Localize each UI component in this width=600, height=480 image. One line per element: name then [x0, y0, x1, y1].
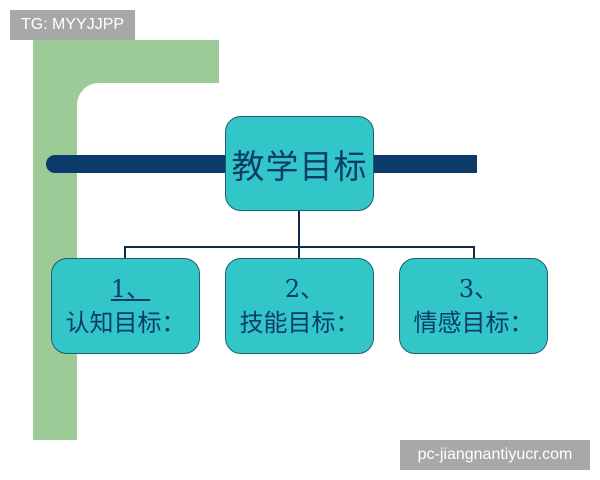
root-node-label: 教学目标: [231, 146, 368, 186]
child-node-number: 1、: [110, 275, 151, 303]
child-node-label: 情感目标：: [413, 309, 534, 337]
connector-child-1: [124, 246, 126, 258]
connector-root-down: [298, 210, 300, 247]
green-frame-corner-cut: [77, 83, 121, 127]
connector-child-2: [298, 246, 300, 258]
child-node-cognitive: 1、 认知目标：: [51, 258, 200, 354]
connector-child-3: [473, 246, 475, 258]
child-node-number: 2、: [284, 275, 325, 303]
green-frame-vertical: [33, 40, 77, 440]
watermark-top-left: TG: MYYJJPP: [10, 10, 135, 40]
child-node-label: 认知目标：: [65, 309, 186, 337]
child-node-skill: 2、 技能目标：: [225, 258, 374, 354]
watermark-bottom-right: pc-jiangnantiyucr.com: [400, 440, 590, 470]
child-node-affective: 3、 情感目标：: [399, 258, 548, 354]
child-node-label: 技能目标：: [239, 309, 360, 337]
child-node-number: 3、: [458, 275, 499, 303]
root-node: 教学目标: [225, 116, 374, 211]
green-frame-horizontal: [33, 40, 219, 83]
